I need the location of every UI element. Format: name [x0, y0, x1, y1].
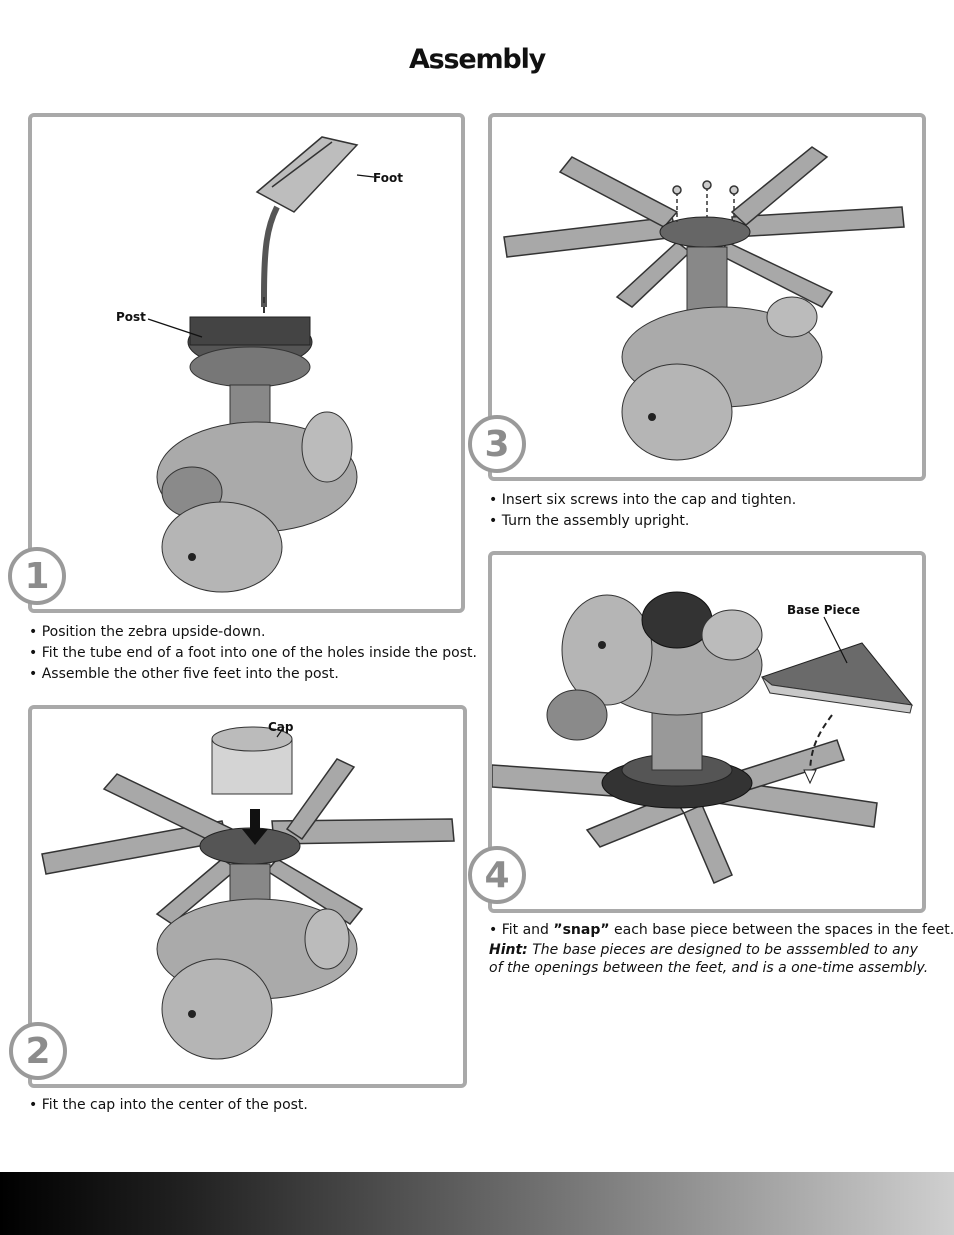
instruction-item: • Fit and ”snap” each base piece between… — [489, 922, 954, 938]
footer-gradient-bar — [0, 1172, 954, 1235]
step-3-illustration — [503, 146, 905, 461]
instruction-item: Position the zebra upside-down. — [29, 622, 477, 643]
step-1-illustration — [147, 136, 375, 593]
hint-label: Hint: — [489, 942, 528, 958]
instruction-item: Fit the tube end of a foot into one of t… — [29, 643, 477, 664]
instruction-item: Turn the assembly upright. — [489, 511, 796, 532]
step-3-panel — [488, 113, 926, 481]
step-3-badge: 3 — [468, 415, 526, 473]
base-piece-callout: Base Piece — [787, 603, 861, 617]
instruction-item: Insert six screws into the cap and tight… — [489, 490, 796, 511]
step-1-panel: Foot Post — [28, 113, 465, 613]
step-2-instructions: Fit the cap into the center of the post. — [29, 1095, 308, 1116]
step-4-panel: Base Piece — [488, 551, 926, 913]
step-4-hint: Hint: The base pieces are designed to be… — [489, 941, 929, 977]
step-4-badge: 4 — [468, 846, 526, 904]
cap-callout: Cap — [268, 720, 294, 734]
step-1-badge: 1 — [8, 547, 66, 605]
step-3-instructions: Insert six screws into the cap and tight… — [489, 490, 796, 532]
step-2-panel: Cap — [28, 705, 467, 1088]
hint-text: The base pieces are designed to be assse… — [489, 942, 929, 976]
step-2-badge: 2 — [9, 1022, 67, 1080]
foot-callout: Foot — [373, 171, 403, 185]
step-4-illustration — [492, 591, 914, 884]
step-4-instructions: • Fit and ”snap” each base piece between… — [489, 920, 954, 941]
post-callout: Post — [116, 310, 146, 324]
instruction-item: Assemble the other five feet into the po… — [29, 664, 477, 685]
instruction-item: Fit the cap into the center of the post. — [29, 1095, 308, 1116]
instruction-text-pre: Fit and — [501, 922, 554, 938]
page-title: Assembly — [408, 44, 546, 75]
snap-emphasis: ”snap” — [553, 922, 610, 938]
step-1-instructions: Position the zebra upside-down. Fit the … — [29, 622, 477, 685]
instruction-text-post: each base piece between the spaces in th… — [609, 922, 954, 938]
step-2-illustration — [41, 726, 455, 1060]
